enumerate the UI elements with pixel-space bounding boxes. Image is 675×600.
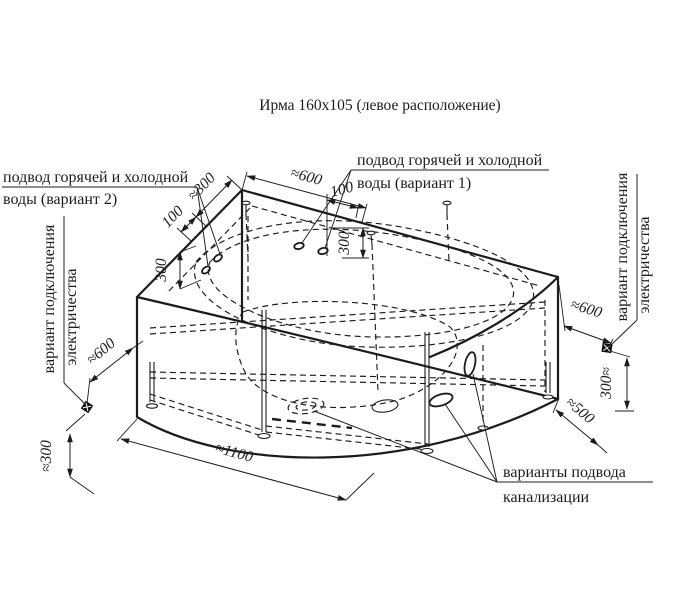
dimension-lines [67, 175, 630, 501]
stud-head [442, 200, 452, 206]
dim-text-left-300: 300 [153, 258, 170, 283]
dim-text-left-100: 100 [159, 202, 188, 231]
dim-line-bottom-left-600 [89, 347, 134, 383]
leg-foot [145, 403, 159, 409]
label-electric-left-line1: вариант подключения [41, 224, 58, 373]
stud-head [241, 200, 251, 206]
dim-line-mid-100 [326, 199, 359, 209]
frame-rail-bold-dashed [271, 417, 353, 430]
dim-text-right-600: ≈600 [569, 296, 605, 322]
leader-lines [2, 169, 653, 483]
drain-hole-inner [295, 401, 317, 411]
electric-outlet-left [80, 400, 94, 414]
dim-text-mid-300: 300 [336, 231, 353, 256]
water-hole-variant1 [293, 241, 305, 251]
frame-legs [145, 200, 554, 455]
leg-foot [257, 432, 271, 440]
stud-head [366, 230, 376, 236]
bathtub-outline [135, 188, 560, 459]
label-electric-right-line1: вариант подключения [614, 172, 631, 321]
drain-hole-outer [287, 397, 325, 415]
sewer-hole-vertical [463, 351, 477, 377]
leg-foot [420, 447, 434, 455]
label-drainage-line1: варианты подвода [503, 464, 626, 481]
label-electric-left-line2: электричества [63, 268, 80, 365]
label-supply-variant1-line1: подвод горячей и холодной [357, 152, 543, 169]
dim-text-right-300: 300≈ [598, 367, 615, 400]
label-supply-variant2-line2: воды (вариант 2) [3, 191, 117, 208]
dim-text-bottom-1100: ≈1100 [213, 439, 255, 465]
bathtub-hidden-lines [149, 205, 546, 451]
dim-text-mid-100: 100 [328, 178, 355, 201]
water-hole-variant2 [201, 265, 211, 275]
leg-foot [477, 425, 489, 431]
leader-paths [2, 169, 653, 483]
dim-line-bottom-right-500 [555, 409, 599, 446]
dim-text-bottom-right-500: ≈500 [562, 394, 597, 428]
dim-text-top-600: ≈600 [289, 164, 324, 189]
dim-text-bottom-left-300: ≈300 [38, 440, 55, 472]
drawing-title: Ирма 160х105 (левое расположение) [259, 97, 500, 114]
extension-lines [65, 171, 634, 501]
bowl-inner-dashed [207, 228, 515, 338]
siphon-outline [371, 399, 399, 413]
label-supply-variant1-line2: воды (вариант 1) [357, 175, 471, 192]
label-supply-variant2-line1: подвод горячей и холодной [3, 169, 189, 186]
connection-holes [201, 241, 477, 408]
electric-outlet-x-icon [82, 402, 92, 412]
bowl-bottom-dashed [235, 300, 458, 409]
dim-line-right-600 [563, 325, 612, 344]
label-electric-right-line2: электричества [636, 216, 653, 313]
extension-paths [65, 171, 634, 501]
water-hole-variant1 [317, 246, 329, 256]
sewer-hole-tilted [428, 392, 454, 408]
label-drainage-line2: канализации [503, 489, 590, 506]
tub-outline-path [135, 188, 560, 459]
leg-foot [542, 394, 554, 400]
dim-line-top-left-300 [195, 179, 233, 218]
water-hole-variant2 [213, 253, 223, 263]
dim-line-left-100 [180, 216, 197, 233]
dim-line-bottom-1100 [120, 438, 347, 501]
leg-shafts [149, 205, 551, 447]
